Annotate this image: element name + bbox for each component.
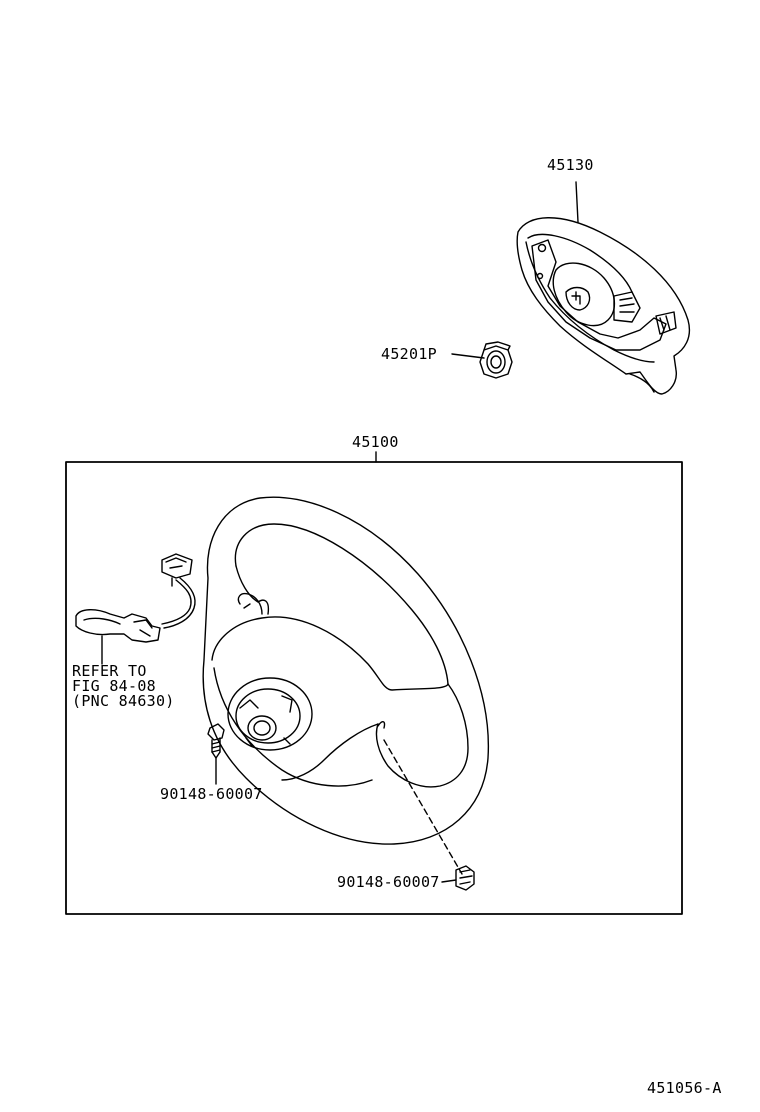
reference-note-line1: REFER TO xyxy=(72,662,147,680)
part-label-nut: 45201P xyxy=(381,345,437,363)
screw-left-illustration xyxy=(207,723,225,785)
part-label-screw-left: 90148-60007 xyxy=(160,785,263,803)
reference-note-line2: FIG 84-08 xyxy=(72,677,156,695)
switch-illustration xyxy=(75,553,196,665)
figure-id: 451056-A xyxy=(647,1079,722,1097)
nut-illustration xyxy=(451,341,513,379)
reference-note-line3: (PNC 84630) xyxy=(72,692,175,710)
leader-screw-right xyxy=(441,879,457,883)
part-label-screw-right: 90148-60007 xyxy=(337,873,440,891)
steering-wheel-illustration xyxy=(202,496,490,845)
part-label-wheel-assembly: 45100 xyxy=(352,433,399,451)
leader-airbag xyxy=(575,181,579,223)
assembly-box xyxy=(65,451,683,915)
part-label-airbag: 45130 xyxy=(547,156,594,174)
airbag-module-illustration xyxy=(516,181,691,395)
leader-nut xyxy=(451,353,485,359)
screw-right-illustration xyxy=(383,739,475,891)
dashed-install-line xyxy=(383,739,463,875)
